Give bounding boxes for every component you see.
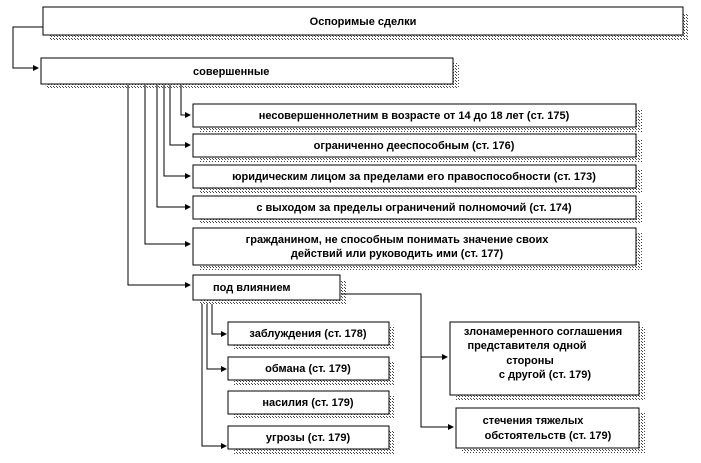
factor-box-1: заблуждения (ст. 178) <box>227 321 395 350</box>
category-text-5-line-2: действий или руководить ими (ст. 177) <box>291 248 504 260</box>
factor-text-3: насилия (ст. 179) <box>262 397 354 409</box>
hardship-text-line-2: обстоятельств (ст. 179) <box>485 430 612 442</box>
category-text-4: с выходом за пределы ограничений полномо… <box>256 202 572 214</box>
category-text-2: ограниченно дееспособным (ст. 176) <box>314 140 515 152</box>
title-text: Оспоримые сделки <box>310 16 417 28</box>
hardship-text-line-1: стечения тяжелых <box>483 415 585 427</box>
committed-text: совершенные <box>193 66 269 78</box>
category-box-3: юридическим лицом за пределами его право… <box>192 164 642 193</box>
collusion-text-line-4: с другой (ст. 179) <box>499 369 591 381</box>
influence-text: под влиянием <box>213 282 291 294</box>
category-text-5-line-1: гражданином, не способным понимать значе… <box>246 234 550 246</box>
factor-box-3: насилия (ст. 179) <box>227 390 395 419</box>
title-box: Оспоримые сделки <box>42 6 689 41</box>
committed-box: совершенные <box>40 57 459 89</box>
collusion-box: злонамеренного соглашения представителя … <box>449 321 645 400</box>
category-box-2: ограниченно дееспособным (ст. 176) <box>192 133 642 162</box>
factor-box-4: угрозы (ст. 179) <box>227 425 395 454</box>
factor-box-2: обмана (ст. 179) <box>227 356 395 385</box>
category-text-3: юридическим лицом за пределами его право… <box>232 171 596 183</box>
connectors <box>12 26 454 449</box>
category-text-1: несовершеннолетним в возрасте от 14 до 1… <box>259 110 570 122</box>
category-box-4: с выходом за пределы ограничений полномо… <box>192 195 642 224</box>
collusion-text-line-1: злонамеренного соглашения <box>464 326 622 338</box>
influence-box: под влиянием <box>192 274 346 305</box>
category-box-5: гражданином, не способным понимать значе… <box>192 227 642 270</box>
collusion-text-line-2: представителя одной <box>467 340 586 352</box>
hardship-box: стечения тяжелых обстоятельств (ст. 179) <box>455 407 645 453</box>
category-box-1: несовершеннолетним в возрасте от 14 до 1… <box>192 103 642 132</box>
factor-text-4: угрозы (ст. 179) <box>266 432 351 444</box>
factor-text-1: заблуждения (ст. 178) <box>249 328 367 340</box>
collusion-text-line-3: стороны <box>506 355 554 367</box>
factor-text-2: обмана (ст. 179) <box>265 363 351 375</box>
